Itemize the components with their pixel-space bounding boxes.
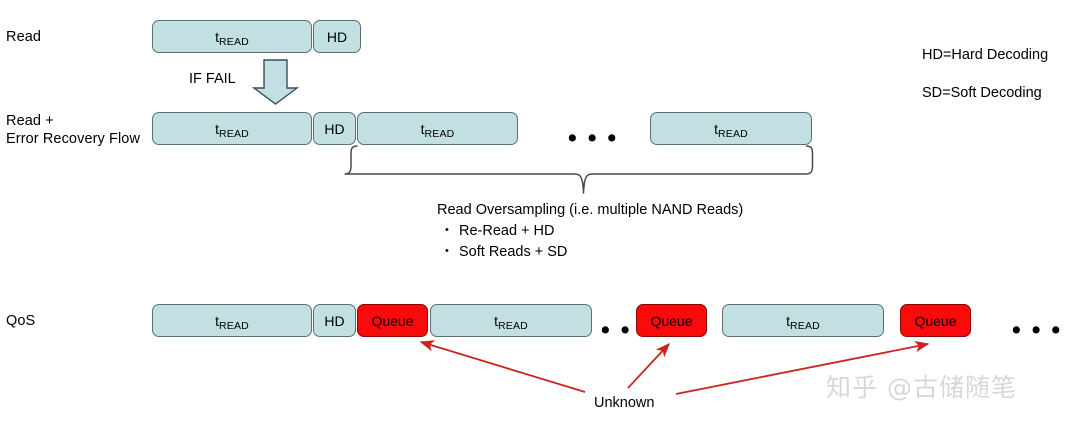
ellipsis-recovery-row: • • •	[568, 124, 619, 152]
caption-bullet-list: Re-Read + HD Soft Reads + SD	[437, 220, 743, 263]
queue-label: Queue	[914, 312, 957, 329]
hd-label: HD	[324, 120, 345, 137]
row-label-qos: QoS	[6, 313, 36, 329]
unknown-label: Unknown	[594, 395, 655, 411]
hd-label: HD	[324, 312, 345, 329]
if-fail-label: IF FAIL	[189, 71, 236, 87]
tread-text: tREAD	[215, 312, 249, 332]
unknown-arrow-to-queue-2	[627, 342, 670, 389]
oversampling-brace	[344, 145, 814, 194]
qos-block-queue-1: Queue	[357, 304, 428, 337]
tread-text: tREAD	[420, 120, 455, 140]
tread-text: tREAD	[494, 312, 528, 332]
tread-text: tREAD	[215, 120, 249, 140]
read-block-hd-r1: HD	[313, 20, 361, 53]
caption-bullet-item: Soft Reads + SD	[445, 241, 743, 263]
read-block-tread-r1: tREAD	[152, 20, 312, 53]
qos-block-hd: HD	[313, 304, 356, 337]
recovery-block-hd: HD	[313, 112, 356, 145]
legend-line-sd: SD=Soft Decoding	[922, 85, 1042, 101]
legend-line-hd: HD=Hard Decoding	[922, 47, 1049, 63]
unknown-arrow-to-queue-1	[419, 340, 586, 393]
qos-block-queue-2: Queue	[636, 304, 707, 337]
qos-block-tread-3: tREAD	[722, 304, 884, 337]
row-label-error-recovery: Read + Error Recovery Flow	[6, 113, 141, 147]
recovery-block-tread-n: tREAD	[650, 112, 812, 145]
oversampling-caption: Read Oversampling (i.e. multiple NAND Re…	[437, 200, 743, 263]
queue-label: Queue	[650, 312, 693, 329]
tread-text: tREAD	[714, 120, 748, 140]
row-label-read: Read	[6, 29, 42, 45]
caption-bullet-item: Re-Read + HD	[445, 220, 743, 242]
recovery-block-tread-1: tREAD	[152, 112, 312, 145]
zhihu-watermark: 知乎 @古储随笔	[826, 373, 1017, 402]
qos-block-queue-3: Queue	[900, 304, 971, 337]
qos-block-tread-2: tREAD	[430, 304, 592, 337]
queue-label: Queue	[371, 312, 414, 329]
qos-block-tread-1: tREAD	[152, 304, 312, 337]
tread-text: tREAD	[786, 312, 820, 332]
hd-label: HD	[326, 28, 348, 45]
recovery-block-tread-2: tREAD	[357, 112, 518, 145]
caption-title: Read Oversampling (i.e. multiple NAND Re…	[437, 202, 744, 218]
legend-block: HD=Hard Decoding SD=Soft Decoding	[922, 27, 1048, 122]
tread-text: tREAD	[215, 28, 249, 48]
ellipsis-qos-end: • • •	[1012, 316, 1063, 344]
if-fail-down-arrow-icon	[251, 59, 300, 105]
